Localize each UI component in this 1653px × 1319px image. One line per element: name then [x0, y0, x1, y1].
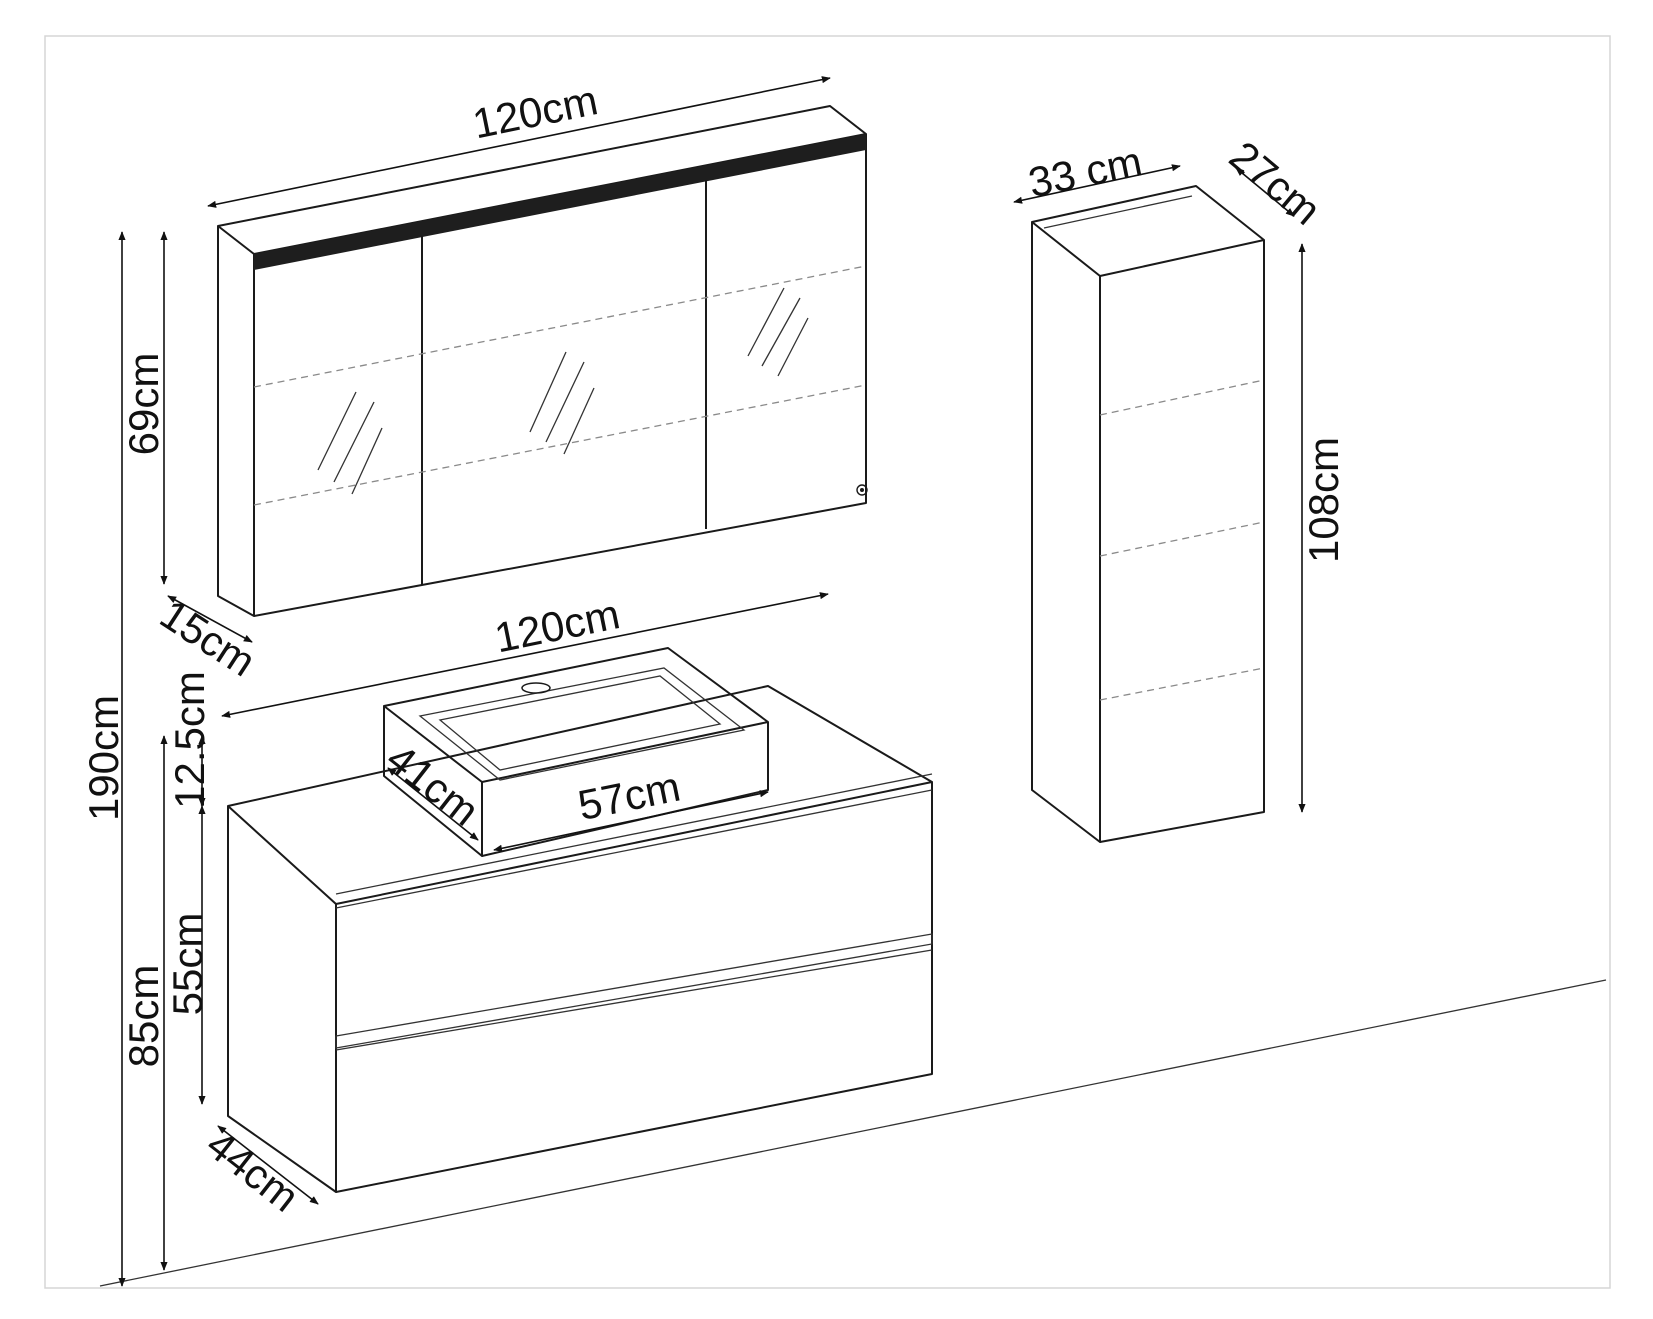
- floor-line: [99, 979, 1607, 1287]
- basin-width-label: 57cm: [574, 763, 684, 830]
- mirror-reflection-marks: [317, 287, 809, 495]
- mirror-height-label: 69cm: [120, 353, 167, 456]
- faucet-hole-icon: [521, 682, 551, 694]
- top-height-label: 85cm: [120, 965, 167, 1068]
- dimension-lines: [118, 76, 1306, 1287]
- vanity-height-label: 55cm: [164, 913, 211, 1016]
- tall-cabinet: [1031, 185, 1265, 843]
- page-frame: [44, 35, 1611, 1289]
- mirror-cabinet: [217, 105, 868, 617]
- mirror-width-label: 120cm: [469, 76, 602, 147]
- vanity-width-label: 120cm: [491, 590, 624, 661]
- vanity-unit: [227, 685, 933, 1193]
- sink-gap-label: 12.5cm: [166, 671, 213, 809]
- total-height-label: 190cm: [80, 695, 127, 821]
- vanity-depth-label: 44cm: [198, 1120, 308, 1220]
- tall-height-label: 108cm: [1300, 437, 1347, 563]
- led-light-strip: [254, 134, 866, 270]
- light-switch-icon: [856, 484, 868, 496]
- basin: [383, 647, 769, 857]
- dimension-labels: 120cm 69cm 15cm 190cm 12.5cm 120cm 41cm …: [80, 76, 1347, 1221]
- tall-width-label: 33 cm: [1024, 137, 1145, 206]
